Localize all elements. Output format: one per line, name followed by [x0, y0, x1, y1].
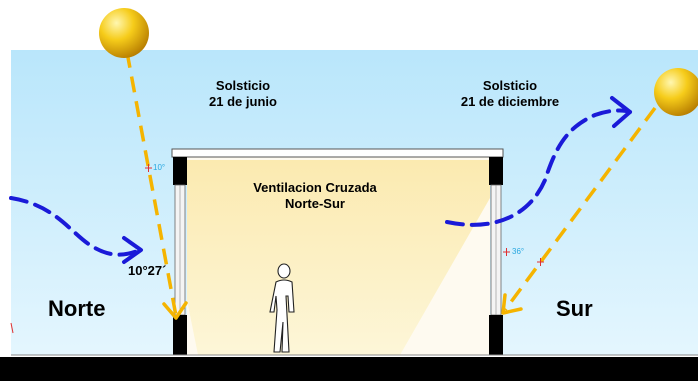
south-label: Sur [556, 296, 593, 321]
ground [0, 357, 698, 381]
wind-arrow-icon [9, 196, 142, 257]
ventilation-line2: Norte-Sur [285, 195, 345, 211]
north-wall-upper [173, 157, 187, 185]
wind-arrow-south [445, 108, 632, 227]
sun-ray-december [503, 106, 657, 312]
solstice-dec-line1: Solsticio [482, 78, 538, 93]
ventilation-label: Ventilacion Cruzada Norte-Sur [225, 180, 405, 211]
sun-ray-head-june [162, 301, 188, 320]
sun-icon-december [654, 68, 698, 116]
north-label: Norte [48, 296, 106, 321]
sun-ray-arrow-icon [125, 51, 178, 317]
sun-icon [99, 8, 149, 58]
sunlight-patch [187, 160, 490, 355]
north-wall-lower [173, 315, 187, 355]
ventilation-line1: Ventilacion Cruzada [253, 180, 377, 195]
south-wall-upper [489, 157, 503, 185]
solstice-dec-line2: 21 de diciembre [460, 93, 560, 109]
solstice-june-line2: 21 de junio [209, 93, 277, 109]
wind-arrow-head-north [122, 236, 143, 264]
sun-ray-head-december [501, 293, 523, 315]
solstice-june-line1: Solsticio [215, 78, 271, 93]
angle-small-north: 10° [153, 163, 166, 172]
angle-north-label: 10°27´ [128, 263, 167, 278]
solstice-december-label: Solsticio 21 de diciembre [440, 78, 580, 109]
person-icon [269, 263, 295, 353]
angle-small-south: 36° [512, 247, 525, 256]
south-wall-lower [489, 315, 503, 355]
roof [171, 148, 504, 158]
wind-arrow-head-south [610, 96, 632, 128]
solstice-june-label: Solsticio 21 de junio [188, 78, 298, 109]
